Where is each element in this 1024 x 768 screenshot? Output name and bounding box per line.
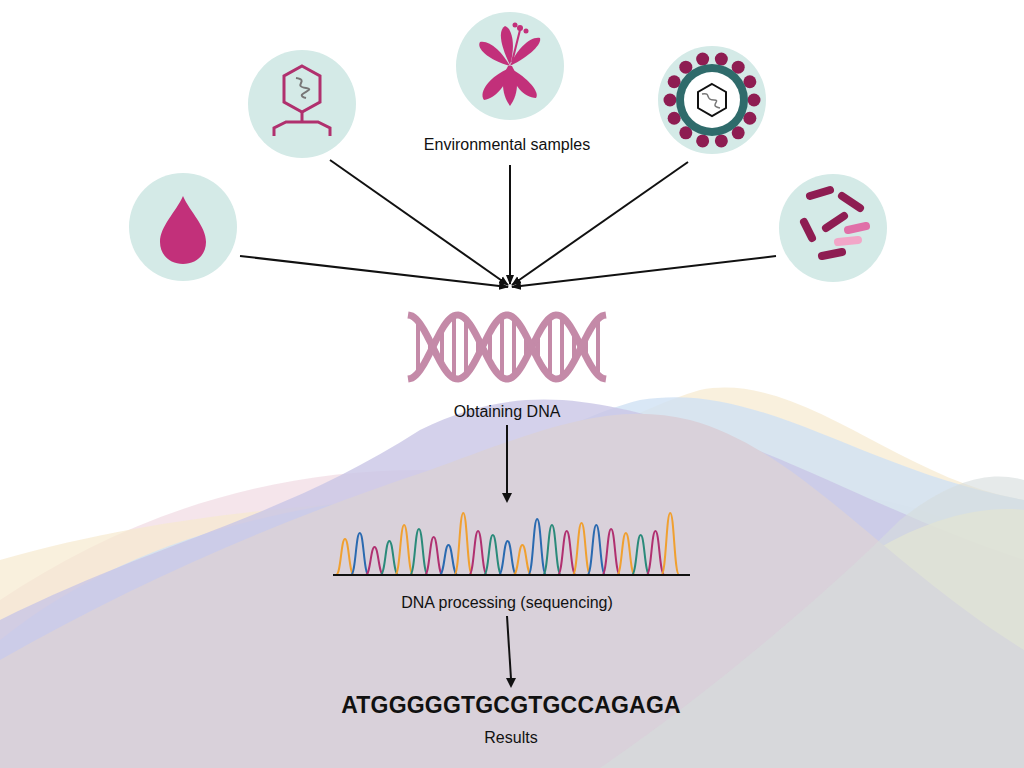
step-title: ATGGGGGTGCGTGCCAGAGA (333, 691, 689, 719)
step-node: ATGGGGGTGCGTGCCAGAGA Results (333, 691, 689, 748)
section-label: Environmental samples (424, 135, 590, 155)
step-node: Obtaining DNA (446, 402, 569, 422)
step-caption: Results (333, 728, 689, 748)
step-title: Obtaining DNA (446, 402, 569, 422)
flow-arrow (506, 616, 516, 688)
step-node: DNA processing (sequencing) (322, 506, 692, 613)
wave-background (0, 388, 1024, 768)
sample-circles (129, 12, 887, 282)
step-title: DNA processing (sequencing) (322, 593, 692, 613)
flower-icon (479, 23, 540, 107)
dna-helix-icon (408, 315, 606, 379)
virus-icon (664, 53, 761, 148)
phage-icon (274, 66, 330, 136)
converging-arrows (240, 160, 776, 287)
bacteria-icon (804, 190, 866, 256)
chromatogram (336, 513, 679, 575)
flow-arrow (502, 425, 512, 503)
drop-icon (160, 196, 206, 264)
chromatogram-baseline (333, 574, 690, 576)
